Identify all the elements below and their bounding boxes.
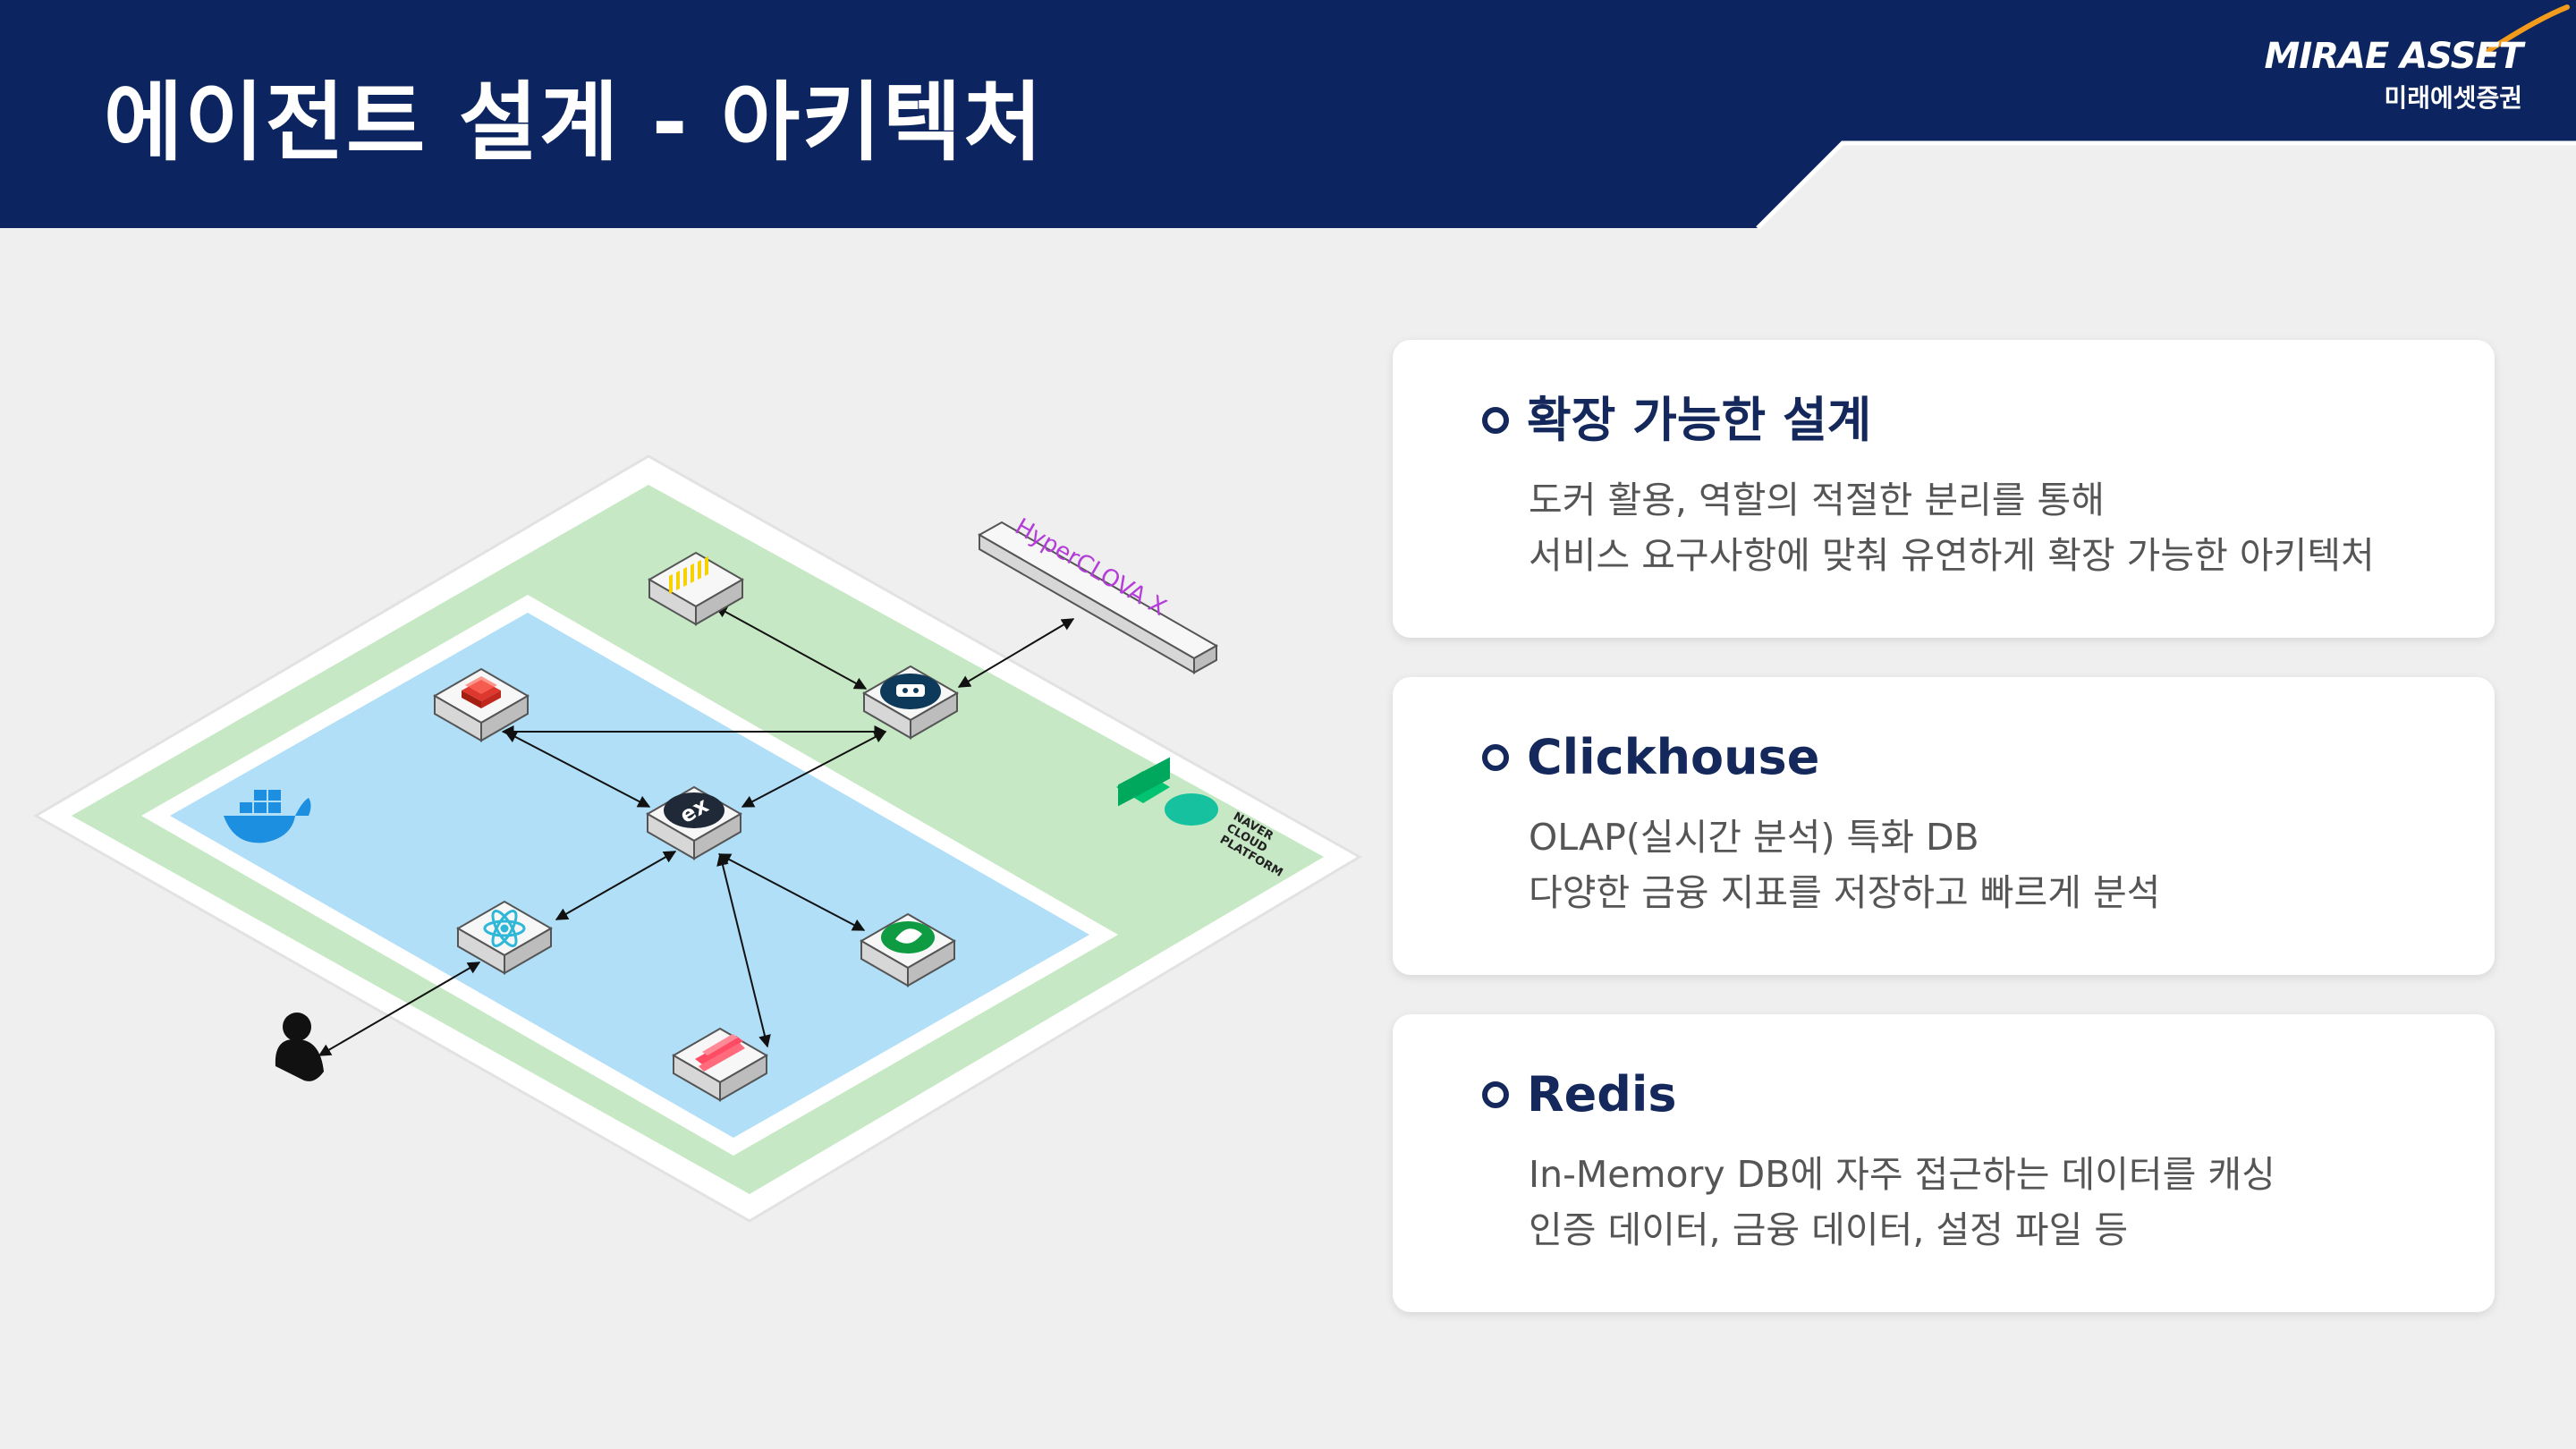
streamlit-node	[673, 1028, 767, 1101]
api-gateway-icon	[880, 674, 941, 709]
card-line: In-Memory DB에 자주 접근하는 데이터를 캐싱	[1529, 1153, 2275, 1196]
clickhouse-icon	[669, 556, 708, 594]
circle-bullet-icon	[1482, 1081, 1509, 1108]
card-description: OLAP(실시간 분석) 특화 DB 다양한 금융 지표를 저장하고 빠르게 분…	[1529, 809, 2160, 920]
react-node	[457, 901, 552, 974]
page-title: 에이전트 설계 - 아키텍처	[104, 72, 1045, 173]
user-icon	[275, 1013, 324, 1081]
docker-icon	[224, 790, 311, 843]
react-icon	[483, 910, 526, 947]
card-description: 도커 활용, 역할의 적절한 분리를 통해 서비스 요구사항에 맞춰 유연하게 …	[1529, 472, 2375, 583]
brand-name-en: MIRAE ASSET	[2264, 36, 2523, 77]
mongodb-node	[860, 913, 955, 987]
api-gateway-node	[863, 665, 958, 739]
card-line: OLAP(실시간 분석) 특화 DB	[1529, 816, 1979, 859]
redis-node	[434, 668, 529, 741]
exponent-icon	[664, 792, 724, 828]
card-title: Clickhouse	[1527, 729, 1820, 785]
streamlit-icon	[695, 1034, 745, 1072]
card-title: Redis	[1527, 1066, 1677, 1123]
exponent-node: ex	[647, 786, 741, 860]
card-redis: Redis In-Memory DB에 자주 접근하는 데이터를 캐싱 인증 데…	[1393, 1014, 2495, 1312]
brand-logo: MIRAE ASSET 미래에셋증권	[2264, 36, 2523, 114]
card-description: In-Memory DB에 자주 접근하는 데이터를 캐싱 인증 데이터, 금융…	[1529, 1147, 2275, 1258]
mongodb-icon	[881, 921, 935, 953]
brand-name-ko: 미래에셋증권	[2384, 83, 2522, 113]
card-title: 확장 가능한 설계	[1527, 392, 1872, 448]
card-line: 서비스 요구사항에 맞춰 유연하게 확장 가능한 아키텍처	[1529, 534, 2375, 577]
hyperclova-x-box: HyperCLOVA X	[977, 513, 1219, 674]
connection-arrows	[318, 606, 1075, 1056]
card-line: 인증 데이터, 금융 데이터, 설정 파일 등	[1529, 1208, 2129, 1251]
card-scalable-design: 확장 가능한 설계 도커 활용, 역할의 적절한 분리를 통해 서비스 요구사항…	[1393, 340, 2495, 638]
card-line: 다양한 금융 지표를 저장하고 빠르게 분석	[1529, 871, 2161, 914]
header-band	[0, 0, 2576, 230]
architecture-diagram: NAVER CLOUD PLATFORM HyperCLOVA X	[32, 454, 1362, 1223]
redis-icon	[462, 676, 501, 708]
card-clickhouse: Clickhouse OLAP(실시간 분석) 특화 DB 다양한 금융 지표를…	[1393, 677, 2495, 975]
circle-bullet-icon	[1482, 744, 1509, 771]
card-line: 도커 활용, 역할의 적절한 분리를 통해	[1529, 479, 2105, 521]
circle-bullet-icon	[1482, 407, 1509, 434]
clickhouse-node	[648, 552, 743, 625]
